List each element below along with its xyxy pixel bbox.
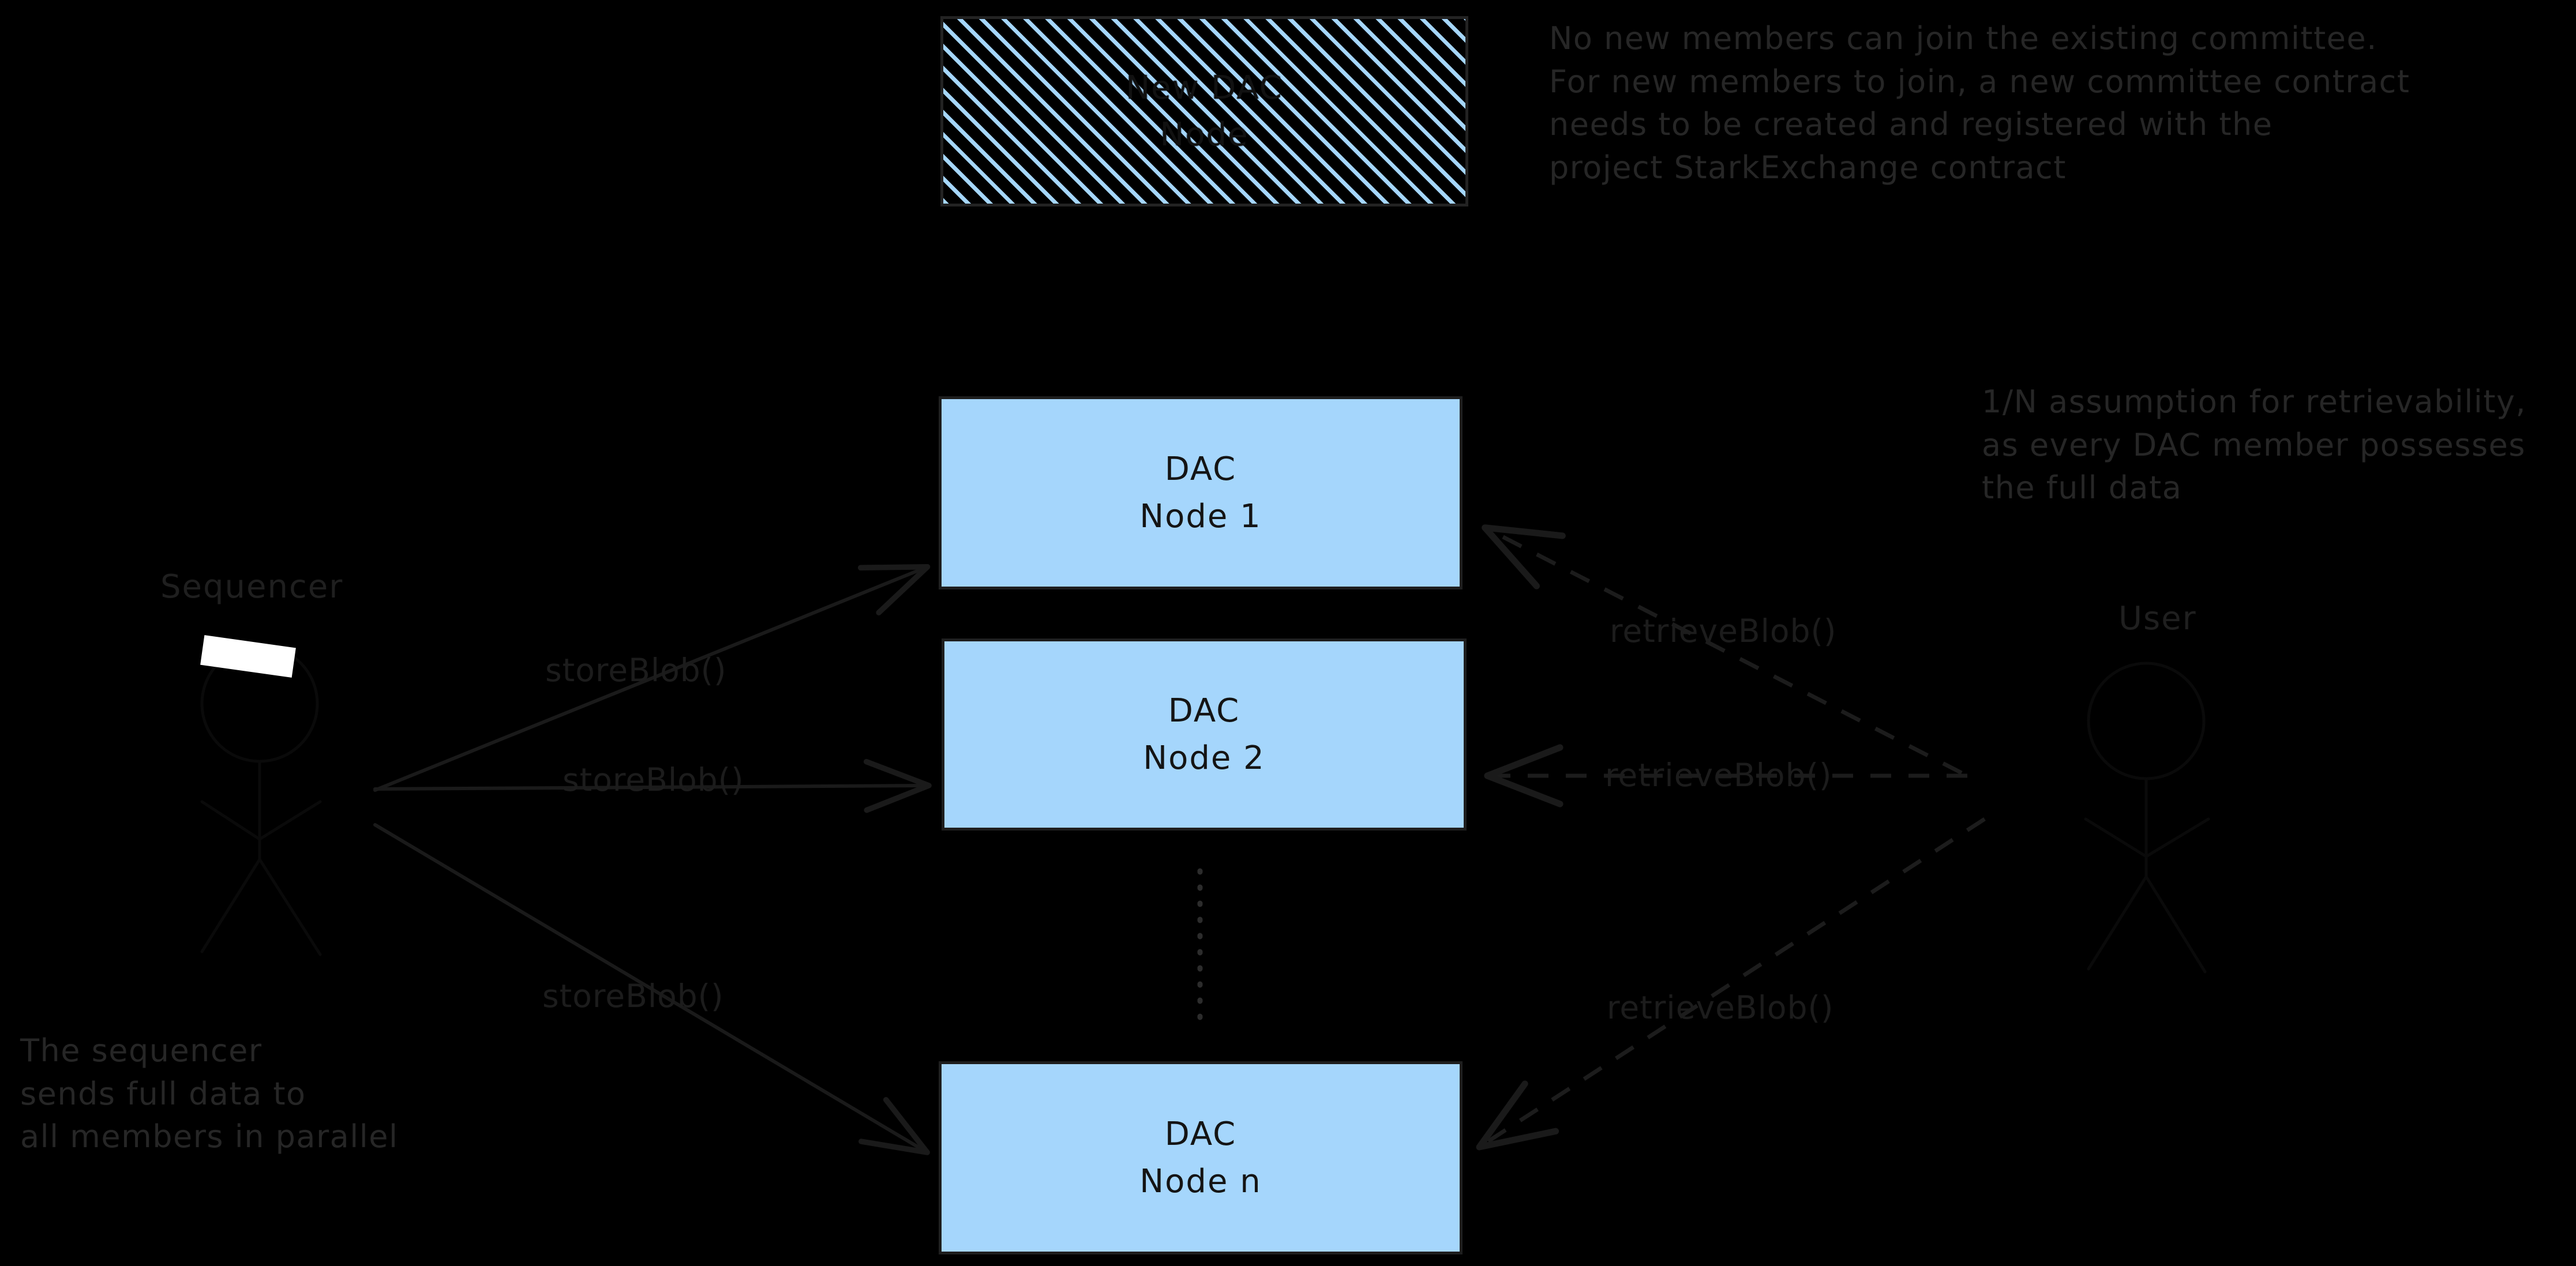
edge-storeblob-node1	[373, 563, 931, 792]
new-dac-node-box[interactable]: New DAC Node	[940, 16, 1468, 206]
annotation-retrievability: 1/N assumption for retrievability, as ev…	[1982, 384, 2527, 506]
annotation-sequencer: The sequencer sends full data to all mem…	[20, 1032, 399, 1155]
user-stick-icon	[2084, 662, 2210, 974]
dac-node-2-line1: DAC	[1168, 692, 1240, 730]
edge-label-retrieveblob-1: retrieveBlob()	[1610, 613, 1837, 649]
user-label: User	[2118, 600, 2197, 637]
annotation-committee: No new members can join the existing com…	[1549, 20, 2410, 186]
edge-retrieveblob-node1	[1482, 524, 1963, 775]
edge-label-storeblob-1: storeBlob()	[545, 652, 727, 689]
edge-retrieveblob-noden	[1476, 817, 1986, 1151]
edge-label-storeblob-n: storeBlob()	[542, 978, 724, 1015]
dac-node-2-line2: Node 2	[1143, 739, 1265, 777]
new-dac-node-line1: New DAC	[1126, 69, 1283, 107]
dac-node-1-line1: DAC	[1164, 450, 1237, 489]
dac-node-1-box[interactable]: DAC Node 1	[939, 396, 1463, 589]
dac-node-2-box[interactable]: DAC Node 2	[942, 638, 1467, 831]
dac-node-n-line1: DAC	[1164, 1115, 1237, 1154]
sequencer-figure[interactable]	[167, 629, 352, 986]
dac-node-n-box[interactable]: DAC Node n	[939, 1061, 1463, 1254]
sequencer-label: Sequencer	[160, 568, 344, 606]
edge-label-storeblob-2: storeBlob()	[563, 761, 744, 798]
dac-node-n-line2: Node n	[1139, 1162, 1262, 1200]
dac-node-1-line2: Node 1	[1139, 497, 1262, 535]
sequencer-stick-icon	[200, 644, 322, 956]
edge-storeblob-noden	[373, 823, 930, 1155]
edge-label-retrieveblob-n: retrieveBlob()	[1607, 989, 1834, 1026]
new-dac-node-line2: Node	[1160, 116, 1249, 153]
edge-storeblob-node2	[373, 758, 932, 813]
user-figure[interactable]	[2054, 646, 2238, 1004]
edge-label-retrieveblob-2: retrieveBlob()	[1605, 757, 1832, 794]
